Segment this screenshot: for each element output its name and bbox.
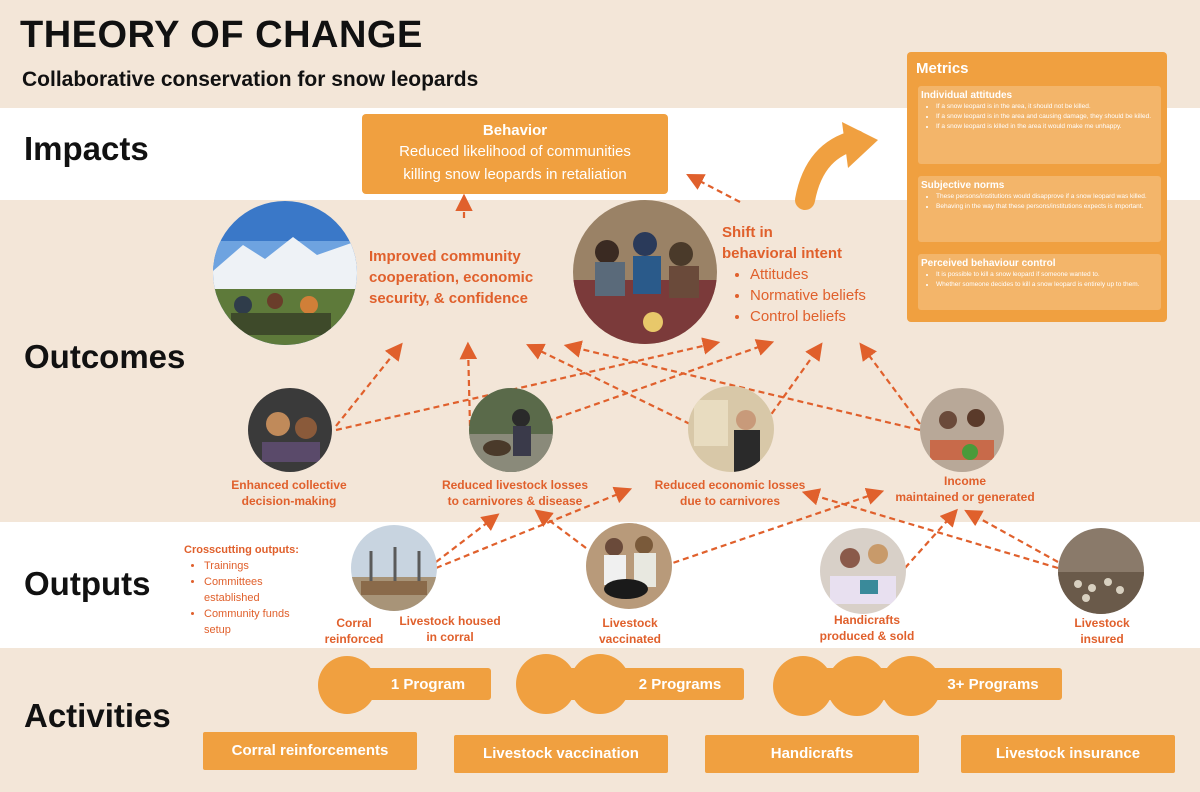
shift-behavioral-intent: Shift in behavioral intent Attitudes Nor… <box>722 222 866 327</box>
behavior-line-2: killing snow leopards in retaliation <box>403 166 627 183</box>
output-vaccinated-line-1: Livestock <box>602 616 658 630</box>
program-3-circle-b <box>827 656 887 716</box>
activity-vaccination: Livestock vaccination <box>454 735 668 773</box>
mountain-meeting-photo <box>213 201 357 345</box>
output-vaccinated-line-2: vaccinated <box>598 632 662 646</box>
program-2-circle-a <box>516 654 576 714</box>
shift-line-1: Shift in <box>722 224 773 241</box>
outcome-livestock-line-1: Reduced livestock losses <box>441 478 589 492</box>
crosscutting-item: Trainings <box>204 558 299 574</box>
metrics-attitudes-box: Individual attitudes If a snow leopard i… <box>918 86 1161 164</box>
program-2-circle-b <box>570 654 630 714</box>
output-housed-line-2: in corral <box>426 630 474 644</box>
outcome-collective-line-2: decision-making <box>241 494 337 508</box>
shift-item-control: Control beliefs <box>750 306 866 327</box>
output-insured-line-2: insured <box>1080 632 1124 646</box>
program-1-circle <box>318 656 376 714</box>
behavior-heading: Behavior <box>482 122 548 139</box>
crosscutting-item-cont: established <box>204 592 260 604</box>
improved-community-text: Improved community cooperation, economic… <box>369 246 533 309</box>
shift-line-2: behavioral intent <box>722 245 843 262</box>
handicrafts-photo <box>820 528 906 614</box>
activity-corral: Corral reinforcements <box>203 732 417 770</box>
page-title: THEORY OF CHANGE <box>20 14 423 56</box>
behavior-box: Behavior Reduced likelihood of communiti… <box>362 114 668 194</box>
metrics-panel: Metrics Individual attitudes If a snow l… <box>907 52 1167 322</box>
metrics-norms-item: Behaving in the way that these persons/i… <box>936 202 1161 212</box>
crosscutting-outputs: Crosscutting outputs: Trainings Committe… <box>184 542 299 638</box>
output-handicrafts-line-1: Handicrafts <box>833 613 901 627</box>
group-discussion-photo <box>573 200 717 344</box>
shift-item-normative: Normative beliefs <box>750 285 866 306</box>
program-3-label: 3+ Programs <box>947 676 1039 693</box>
behavior-line-1: Reduced likelihood of communities <box>399 143 631 160</box>
output-insured-label: Livestock insured <box>1052 615 1152 647</box>
crosscutting-title: Crosscutting outputs: <box>184 544 299 556</box>
metrics-title: Metrics <box>916 60 969 77</box>
program-2-label: 2 Programs <box>638 676 722 693</box>
outcome-economic-line-2: due to carnivores <box>679 494 781 508</box>
outcome-income-label: Income maintained or generated <box>880 473 1050 505</box>
output-handicrafts-line-2: produced & sold <box>819 629 915 643</box>
economic-losses-photo <box>688 386 774 472</box>
crosscutting-item: Community funds <box>204 606 299 622</box>
corral-photo <box>351 525 437 611</box>
shift-item-attitudes: Attitudes <box>750 264 866 285</box>
activity-handicrafts: Handicrafts <box>705 735 919 773</box>
improved-line-2: cooperation, economic <box>369 269 534 286</box>
activity-insurance: Livestock insurance <box>961 735 1175 773</box>
output-housed-label: Livestock housed in corral <box>390 613 510 645</box>
crosscutting-item-cont: setup <box>204 624 231 636</box>
collective-decision-photo <box>248 388 332 472</box>
output-corral-label: Corral reinforced <box>314 615 394 647</box>
outcome-income-line-2: maintained or generated <box>895 490 1035 504</box>
output-corral-line-1: Corral <box>336 616 372 630</box>
metrics-norms-box: Subjective norms These persons/instituti… <box>918 176 1161 242</box>
output-vaccinated-label: Livestock vaccinated <box>580 615 680 647</box>
crosscutting-item: Committees <box>204 574 299 590</box>
section-impacts: Impacts <box>24 130 149 167</box>
metrics-attitudes-item: If a snow leopard is in the area, it sho… <box>936 102 1161 112</box>
outcome-collective-line-1: Enhanced collective <box>231 478 347 492</box>
insurance-photo <box>1058 528 1144 614</box>
metrics-attitudes-title: Individual attitudes <box>921 90 1013 101</box>
metrics-norms-item: These persons/institutions would disappr… <box>936 192 1161 202</box>
vaccination-photo <box>586 523 672 609</box>
output-housed-line-1: Livestock housed <box>399 614 501 628</box>
metrics-attitudes-item: If a snow leopard is in the area and cau… <box>936 112 1161 122</box>
outcome-livestock-line-2: to carnivores & disease <box>447 494 583 508</box>
outcome-livestock-losses-label: Reduced livestock losses to carnivores &… <box>430 477 600 509</box>
outcome-income-line-1: Income <box>943 474 986 488</box>
output-insured-line-1: Livestock <box>1074 616 1130 630</box>
output-handicrafts-label: Handicrafts produced & sold <box>807 612 927 644</box>
outcome-collective-label: Enhanced collective decision-making <box>214 477 364 509</box>
livestock-losses-photo <box>469 388 553 472</box>
metrics-control-item: Whether someone decides to kill a snow l… <box>936 280 1161 290</box>
metrics-attitudes-item: If a snow leopard is killed in the area … <box>936 122 1161 132</box>
metrics-control-title: Perceived behaviour control <box>921 258 1056 269</box>
metrics-control-box: Perceived behaviour control It is possib… <box>918 254 1161 310</box>
page-subtitle: Collaborative conservation for snow leop… <box>22 68 479 91</box>
program-3-circle-c <box>881 656 941 716</box>
outcome-economic-losses-label: Reduced economic losses due to carnivore… <box>645 477 815 509</box>
metrics-norms-title: Subjective norms <box>921 180 1005 191</box>
output-corral-line-2: reinforced <box>324 632 384 646</box>
section-activities: Activities <box>24 697 171 734</box>
metrics-control-item: It is possible to kill a snow leopard if… <box>936 270 1161 280</box>
section-outcomes: Outcomes <box>24 338 186 375</box>
program-3-circle-a <box>773 656 833 716</box>
outcome-economic-line-1: Reduced economic losses <box>654 478 806 492</box>
improved-line-1: Improved community <box>369 248 521 265</box>
program-1-label: 1 Program <box>390 676 466 693</box>
section-outputs: Outputs <box>24 565 151 602</box>
income-photo <box>920 388 1004 472</box>
improved-line-3: security, & confidence <box>369 290 528 307</box>
